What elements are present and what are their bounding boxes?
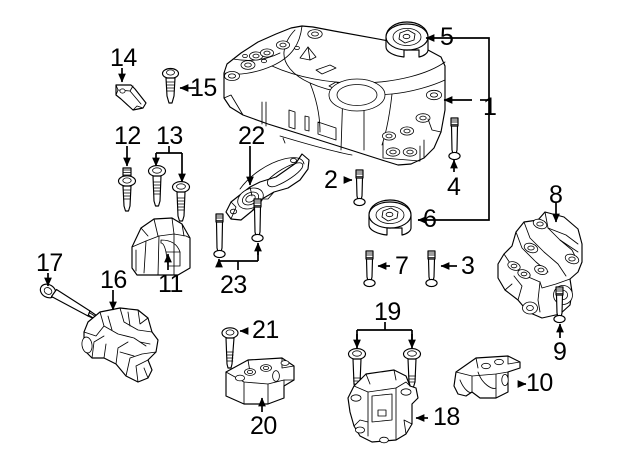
callout-label-3: 3 — [461, 252, 475, 280]
callout-label-8: 8 — [549, 181, 563, 209]
bolt-19-a — [347, 348, 367, 390]
callout-label-15: 15 — [190, 74, 217, 102]
bolt-23-b — [251, 198, 264, 243]
part-bolt-7 — [363, 250, 376, 288]
bolt-13-b — [171, 181, 191, 222]
callout-label-20: 20 — [250, 412, 277, 440]
callout-label-13: 13 — [156, 122, 183, 150]
part-bolt-3 — [425, 250, 438, 288]
part-bolt-21 — [221, 327, 239, 369]
callout-label-4: 4 — [447, 173, 461, 201]
part-bolt-15 — [161, 67, 180, 104]
part-torque-strut-22 — [225, 153, 310, 221]
callout-label-9: 9 — [553, 338, 567, 366]
callout-label-5: 5 — [440, 23, 454, 51]
callout-leaders — [44, 34, 564, 422]
subframe-bosses — [224, 29, 442, 157]
part-bolt-17 — [39, 283, 101, 321]
part-bolt-9 — [553, 286, 566, 324]
bolt-23-a — [213, 213, 226, 259]
callout-label-18: 18 — [433, 403, 460, 431]
part-mount-20 — [225, 357, 295, 405]
callout-label-19: 19 — [374, 298, 401, 326]
callout-label-7: 7 — [395, 252, 409, 280]
part-bushing-6 — [368, 199, 412, 236]
part-bolt-4 — [448, 117, 461, 161]
part-bracket-14 — [115, 84, 147, 111]
part-mount-18 — [347, 369, 419, 444]
callout-label-1: 1 — [483, 93, 497, 121]
part-bolt-23-pair — [213, 198, 264, 259]
part-bracket-8 — [497, 211, 583, 319]
callout-label-22: 22 — [238, 122, 265, 150]
part-bolt-2 — [353, 169, 366, 207]
part-mount-16 — [81, 307, 159, 383]
callout-label-16: 16 — [100, 266, 127, 294]
part-bolt-12 — [117, 167, 137, 212]
callout-label-21: 21 — [252, 316, 279, 344]
callout-label-23: 23 — [220, 271, 247, 299]
part-bolt-19-pair — [347, 348, 422, 390]
callout-label-6: 6 — [423, 205, 437, 233]
callout-label-14: 14 — [110, 44, 137, 72]
part-subframe — [223, 25, 446, 166]
part-mount-11 — [131, 217, 191, 276]
callout-label-12: 12 — [114, 122, 141, 150]
callout-label-10: 10 — [526, 369, 553, 397]
callout-label-2: 2 — [324, 166, 338, 194]
part-bushing-5 — [385, 21, 429, 58]
bolt-13-a — [147, 165, 167, 207]
callout-label-17: 17 — [36, 249, 63, 277]
callout-label-11: 11 — [158, 270, 183, 298]
part-bolt-13-pair — [147, 165, 191, 222]
part-mount-10 — [453, 355, 521, 399]
bolt-19-b — [402, 348, 422, 388]
